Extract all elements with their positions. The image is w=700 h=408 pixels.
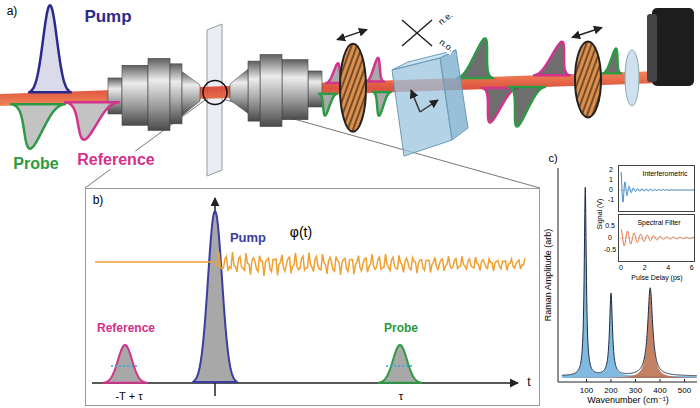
reference-pulse (482, 88, 518, 123)
objective-barrel (170, 64, 182, 124)
axis-cross (402, 20, 432, 46)
tick-mark (660, 379, 661, 382)
detector-body (652, 8, 694, 86)
tick-label: 0.5 (604, 222, 616, 230)
panel-label: c) (547, 152, 558, 164)
panel-label: b) (92, 194, 105, 207)
tick-label: 4 (665, 264, 671, 272)
reference-pulse (103, 345, 148, 383)
spectral-filter-trace (621, 229, 694, 246)
axis-title: Wavenumber (cm⁻¹) (586, 396, 669, 406)
tick-label: -1 (607, 196, 615, 204)
tick-label: 400 (652, 387, 667, 396)
detector-face (647, 14, 657, 82)
tick-label: 100 (579, 387, 594, 396)
sample-plate (207, 24, 222, 176)
probe-pulse (509, 87, 545, 127)
time-label: -T + τ (114, 390, 143, 402)
phase-marker (111, 365, 139, 367)
objective-barrel (122, 65, 148, 125)
axis-label: t (526, 376, 531, 389)
pulse-label: Reference (96, 322, 156, 335)
probe-pulse (603, 49, 621, 74)
axis-title: Raman Amplitude (arb) (544, 228, 554, 323)
tick-mark (635, 379, 636, 382)
tick-label: 0 (608, 186, 614, 194)
axis-cross (402, 20, 432, 46)
filter-tilt-arrow (337, 30, 367, 40)
objective-barrel (260, 55, 282, 127)
objective-tip (182, 72, 200, 116)
objective-barrel (148, 58, 170, 130)
spectral-filter (575, 41, 601, 117)
axis-title: Pulse Delay (ps) (630, 274, 683, 282)
inset-title: Spectral Filter (636, 219, 681, 227)
raman-peak-fill (562, 290, 697, 378)
probe-pulse (11, 104, 65, 149)
objective-lens (108, 58, 200, 130)
probe-pulse (457, 38, 493, 78)
objective-barrel (308, 71, 322, 107)
pulse-label: Pump (229, 231, 267, 245)
phase-label: φ(t) (289, 225, 313, 240)
tick-label: 2 (642, 264, 648, 272)
tick-label: 2 (608, 166, 614, 174)
raman-peak-fill (562, 188, 697, 378)
filter-tilt-arrow (572, 27, 602, 37)
probe-pulse (373, 92, 391, 116)
inset-panel: Spectral Filter (618, 214, 695, 262)
focusing-lens (625, 50, 639, 106)
inset-panel: Interferometric (618, 165, 695, 212)
focus-circle (203, 80, 227, 104)
tick-label: 500 (677, 387, 692, 396)
tick-mark (586, 379, 587, 382)
objective-tip (230, 69, 248, 113)
birefringent-crystal (392, 58, 452, 156)
objective-barrel (108, 78, 122, 114)
panel-label: a) (6, 5, 19, 18)
phase-trace (95, 252, 525, 276)
probe-pulse (378, 345, 423, 383)
inset-title: Interferometric (641, 170, 688, 178)
tick-label: 6 (689, 264, 695, 272)
time-axis (92, 382, 518, 384)
pulse-label: Reference (76, 151, 155, 169)
objective-barrel (248, 61, 260, 121)
zoom-panel: b) Reference Pump φ(t) Probe -T + τ τ t (85, 188, 540, 406)
pulse-label: Probe (12, 155, 59, 173)
axis-arrow (420, 100, 438, 112)
raman-spectrum (562, 187, 697, 375)
pulse-label: Probe (383, 322, 419, 335)
tick-label: 0 (618, 264, 624, 272)
tick-label: 0 (607, 234, 613, 242)
reference-pulse (65, 102, 119, 140)
inset-ground (618, 165, 695, 212)
tick-mark (684, 379, 685, 382)
time-label: τ (398, 390, 404, 402)
phase-marker (386, 365, 414, 367)
spectral-filter (340, 44, 366, 132)
inset-ground (618, 214, 695, 262)
tick-label: 300 (628, 387, 643, 396)
reference-pulse (366, 58, 384, 82)
tick-mark (611, 379, 612, 382)
axis-label: n.e. (436, 10, 455, 28)
objective-barrel (282, 60, 308, 120)
pulse-label: Pump (83, 8, 132, 27)
probe-pulse (319, 94, 337, 116)
objective-lens (230, 55, 322, 127)
reference-pulse (534, 42, 570, 76)
tick-label: 200 (603, 387, 618, 396)
axis-title: Signal (V) (596, 198, 604, 231)
panel-ground (85, 188, 540, 404)
tick-label: 1 (608, 176, 614, 184)
axis-arrow (411, 90, 420, 112)
tick-label: -0.5 (603, 246, 617, 254)
pump-pulse (29, 5, 71, 92)
